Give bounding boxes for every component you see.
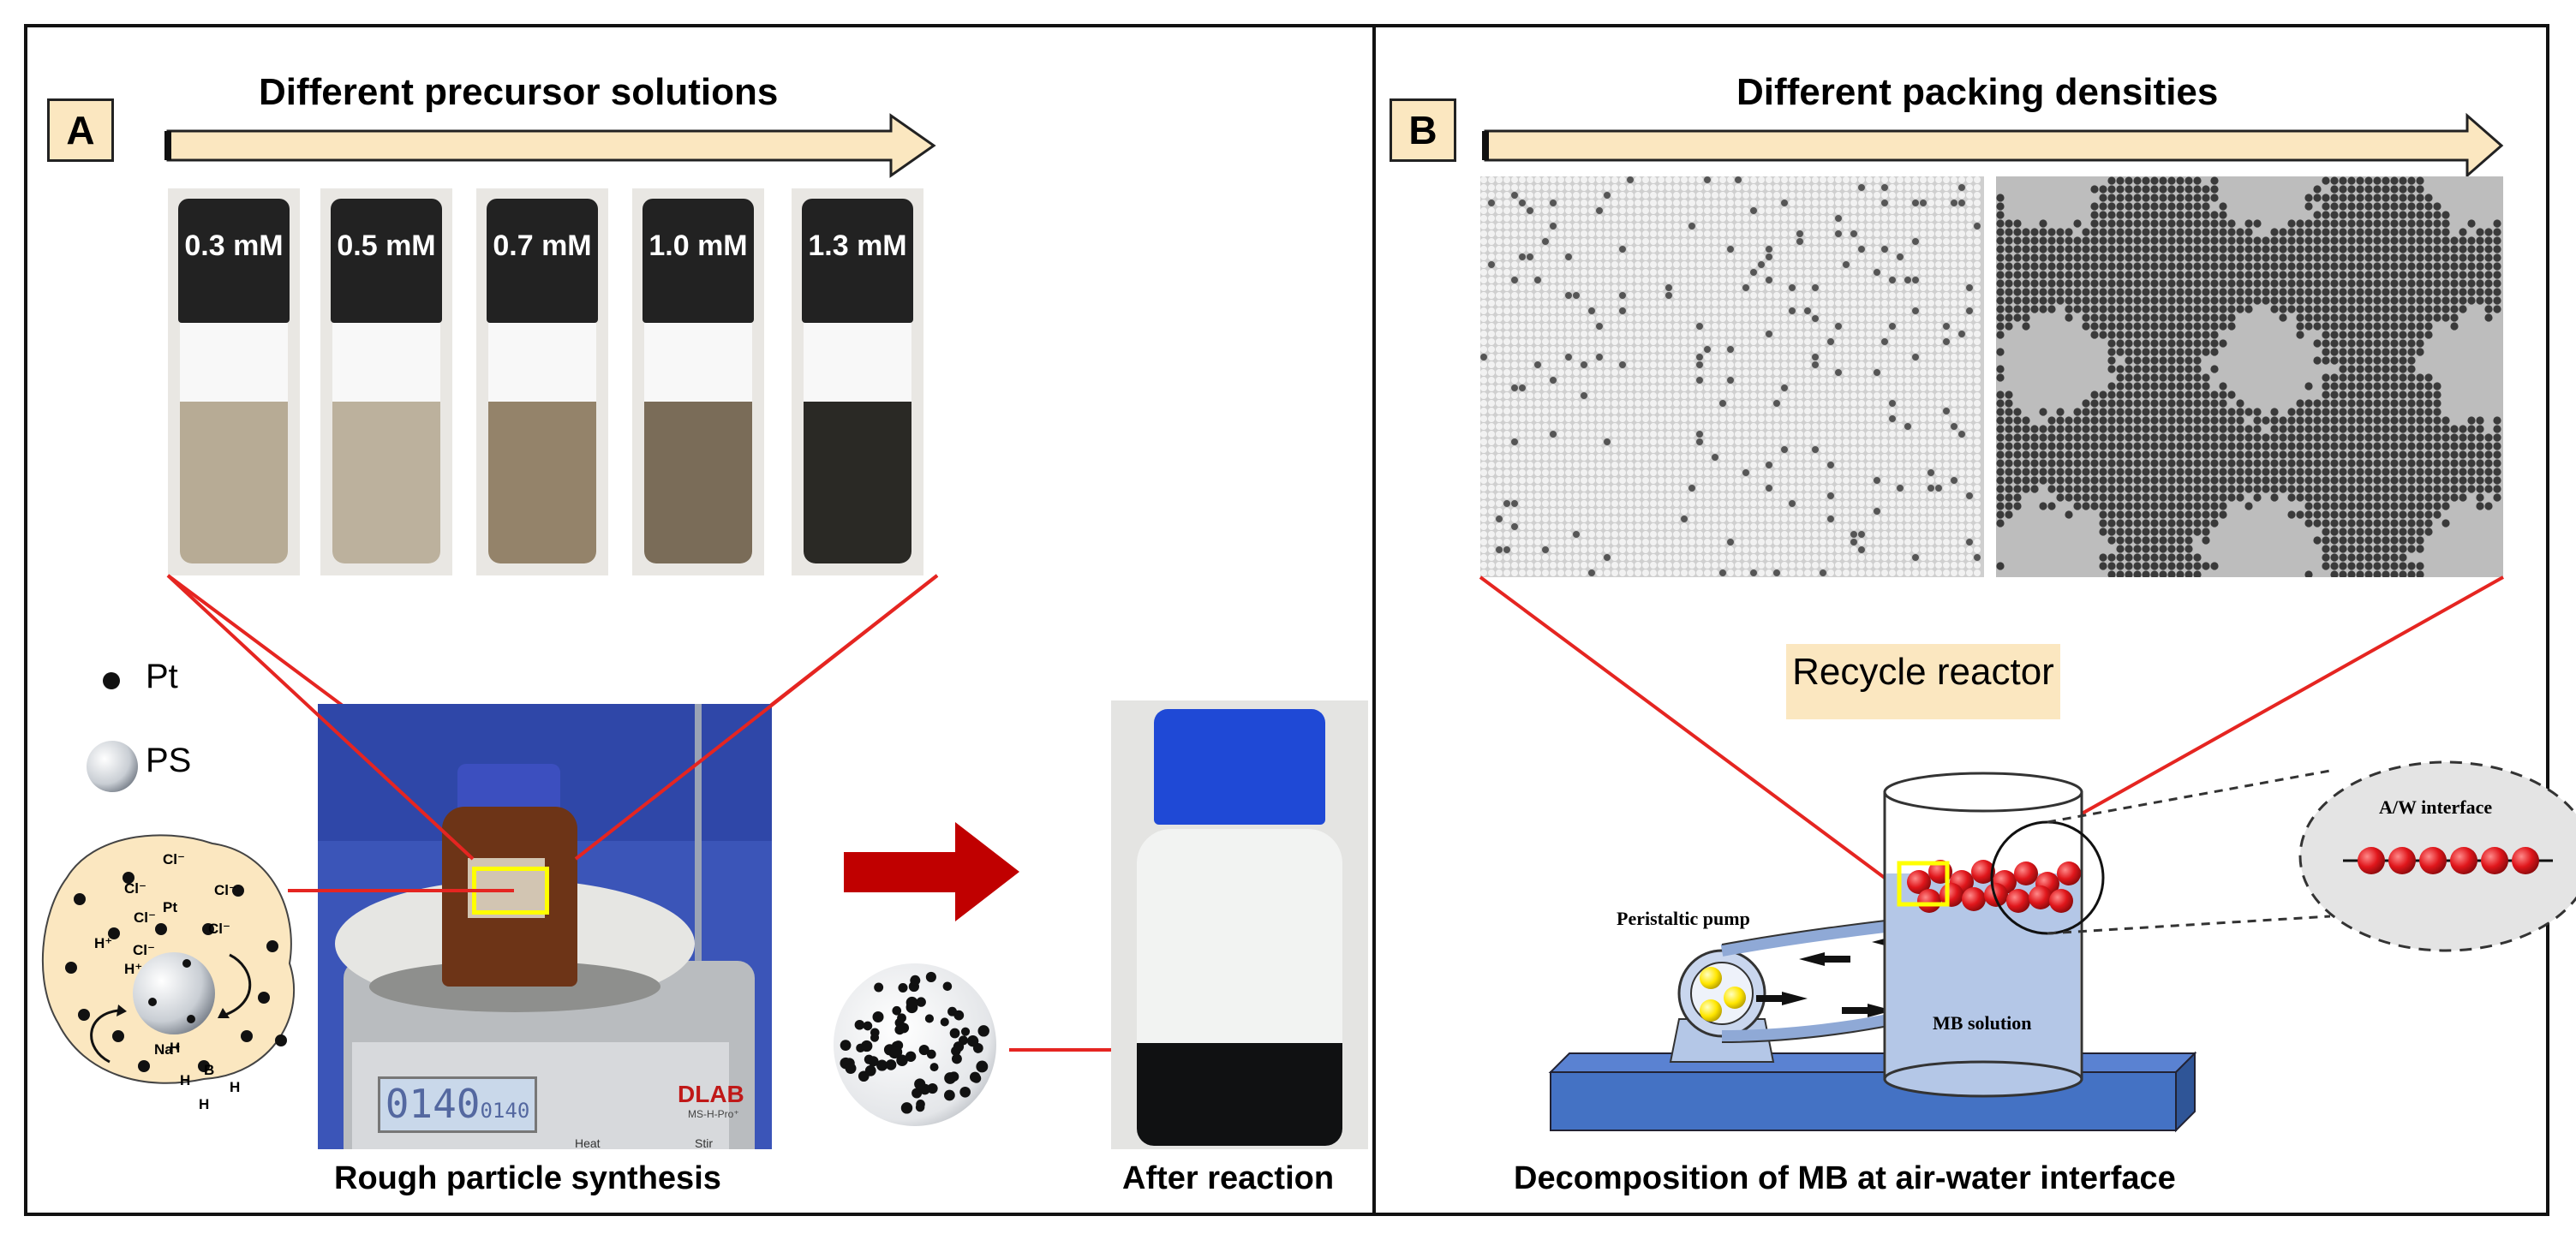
rough-particle xyxy=(834,963,996,1126)
scheme-label: Cl⁻ xyxy=(133,942,155,958)
vial-cap xyxy=(178,199,290,323)
hotplate-display-small: 0140 xyxy=(480,1099,530,1123)
panel-divider xyxy=(1372,24,1376,1216)
tem-image-sparse xyxy=(1996,176,2503,577)
panel-a-arrow xyxy=(164,113,936,178)
scheme-label: H⁺ xyxy=(124,961,143,977)
interface-sphere xyxy=(2450,847,2477,874)
red-sphere xyxy=(1917,889,1941,913)
hotplate-display-value: 0140 xyxy=(385,1081,481,1127)
vial-concentration-label: 0.3 mM xyxy=(184,230,284,262)
hotplate-display: 01400140 xyxy=(378,1076,537,1133)
red-sphere xyxy=(2006,889,2030,913)
interface-sphere xyxy=(2481,847,2508,874)
vial-glass xyxy=(488,323,596,563)
vial-glass xyxy=(332,323,440,563)
scheme-label: H xyxy=(170,1040,181,1056)
synthesis-caption: Rough particle synthesis xyxy=(334,1160,721,1196)
scheme-label: H xyxy=(180,1072,191,1088)
reaction-scheme xyxy=(41,834,295,1084)
reactor-title-box xyxy=(1786,644,2060,719)
vial-concentration-label: 1.3 mM xyxy=(808,230,907,262)
ps-legend-label: PS xyxy=(146,742,192,779)
vial-liquid xyxy=(644,402,752,563)
red-sphere xyxy=(2014,861,2038,885)
vial-glass xyxy=(644,323,752,563)
scheme-label: H⁺ xyxy=(94,935,113,951)
scheme-label: H xyxy=(199,1096,210,1112)
interface-sphere xyxy=(2388,847,2416,874)
red-sphere xyxy=(2057,861,2081,885)
hotplate-brand: DLAB xyxy=(678,1081,744,1107)
vial-liquid xyxy=(488,402,596,563)
reaction-arrow xyxy=(844,822,1019,921)
panel-b-label: B xyxy=(1390,98,1456,162)
interface-label: A/W interface xyxy=(2379,796,2493,818)
red-sphere xyxy=(1971,860,1995,884)
vial-3: 0.7 mM xyxy=(476,188,608,575)
scheme-label: Na⁺ xyxy=(154,1041,181,1058)
scheme-label: Cl⁻ xyxy=(214,882,236,898)
scheme-label: Cl⁻ xyxy=(134,909,156,926)
vial-glass xyxy=(804,323,911,563)
hotplate-stir-label: Stir xyxy=(695,1136,713,1149)
red-sphere xyxy=(1984,883,2008,907)
interface-sphere xyxy=(2358,847,2385,874)
scheme-label: Cl⁻ xyxy=(124,880,146,897)
vial-liquid xyxy=(804,402,911,563)
vial-concentration-label: 1.0 mM xyxy=(648,230,748,262)
vial-cap xyxy=(331,199,442,323)
interface-sphere xyxy=(2419,847,2447,874)
reactor-highlight-box xyxy=(1897,861,1950,907)
ps-sphere xyxy=(133,952,215,1034)
red-sphere xyxy=(2049,889,2073,913)
vial-glass xyxy=(180,323,288,563)
interface-sphere xyxy=(2512,847,2539,874)
scheme-label: Pt xyxy=(163,899,177,915)
hotplate-heat-label: Heat xyxy=(575,1136,601,1149)
vial-concentration-label: 0.7 mM xyxy=(493,230,592,262)
scheme-label: Cl⁻ xyxy=(208,921,230,937)
vial-1: 0.3 mM xyxy=(168,188,300,575)
vial-2: 0.5 mM xyxy=(320,188,452,575)
scheme-label: H xyxy=(230,1079,241,1095)
panel-b-arrow-title: Different packing densities xyxy=(1736,71,2219,113)
ps-legend-sphere xyxy=(87,741,138,792)
panel-b-caption: Decomposition of MB at air-water interfa… xyxy=(1514,1160,2176,1196)
vial-cap xyxy=(487,199,598,323)
figure-frame xyxy=(24,24,2549,1216)
vial-cap xyxy=(802,199,913,323)
red-sphere xyxy=(2029,885,2053,909)
red-sphere xyxy=(1907,870,1931,894)
vial-5: 1.3 mM xyxy=(792,188,923,575)
panel-a-label: A xyxy=(47,98,114,162)
vial-concentration-label: 0.5 mM xyxy=(337,230,436,262)
vial-liquid xyxy=(180,402,288,563)
pt-legend-dot xyxy=(103,672,120,689)
pt-legend-label: Pt xyxy=(146,658,178,695)
vial-liquid xyxy=(332,402,440,563)
scheme-label: B xyxy=(204,1062,215,1078)
after-reaction-photo xyxy=(1111,700,1368,1149)
hotplate-photo: 01400140 DLAB MS-H-Pro⁺ Heat Stir xyxy=(318,704,772,1149)
vial-4: 1.0 mM xyxy=(632,188,764,575)
vial-cap xyxy=(643,199,754,323)
reactor-title: Recycle reactor xyxy=(1792,651,2054,693)
solution-label: MB solution xyxy=(1933,1012,2032,1034)
red-sphere xyxy=(1962,887,1986,911)
reactor-diagram xyxy=(1548,760,2576,1133)
tem-image-dense xyxy=(1480,176,1984,577)
pump-label: Peristaltic pump xyxy=(1617,908,1750,929)
after-caption: After reaction xyxy=(1122,1160,1335,1196)
hotplate-model: MS-H-Pro⁺ xyxy=(688,1108,739,1120)
panel-a-arrow-title: Different precursor solutions xyxy=(259,71,779,113)
panel-b-arrow xyxy=(1482,112,2504,179)
scheme-label: Cl⁻ xyxy=(163,851,185,867)
panel-a-zoom-lines-overlay xyxy=(166,574,939,892)
